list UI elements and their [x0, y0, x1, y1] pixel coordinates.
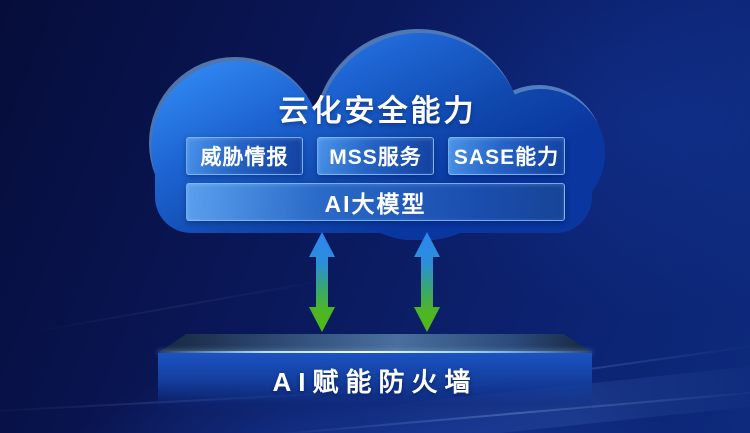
capability-chip-threat-intel: 威胁情报 [186, 137, 303, 175]
capability-chip-label: SASE能力 [453, 146, 560, 169]
capability-chip-mss: MSS服务 [317, 137, 434, 175]
ai-model-bar-label: AI大模型 [324, 191, 427, 217]
capability-chip-sase: SASE能力 [448, 137, 565, 175]
firewall-platform-top-face [158, 334, 592, 353]
firewall-platform-edge-highlight [158, 351, 592, 354]
firewall-platform-label: AI赋能防火墙 [272, 367, 478, 397]
capability-chip-label: MSS服务 [329, 146, 422, 169]
cloud-title: 云化安全能力 [278, 95, 477, 128]
bidirectional-arrow-icon-right [414, 232, 440, 332]
firewall-platform: AI赋能防火墙 [158, 353, 592, 413]
light-streak-decoration [22, 277, 338, 335]
bidirectional-arrow-icon-left [309, 232, 335, 332]
ai-model-bar: AI大模型 [186, 183, 565, 221]
capability-chip-label: 威胁情报 [200, 146, 289, 169]
